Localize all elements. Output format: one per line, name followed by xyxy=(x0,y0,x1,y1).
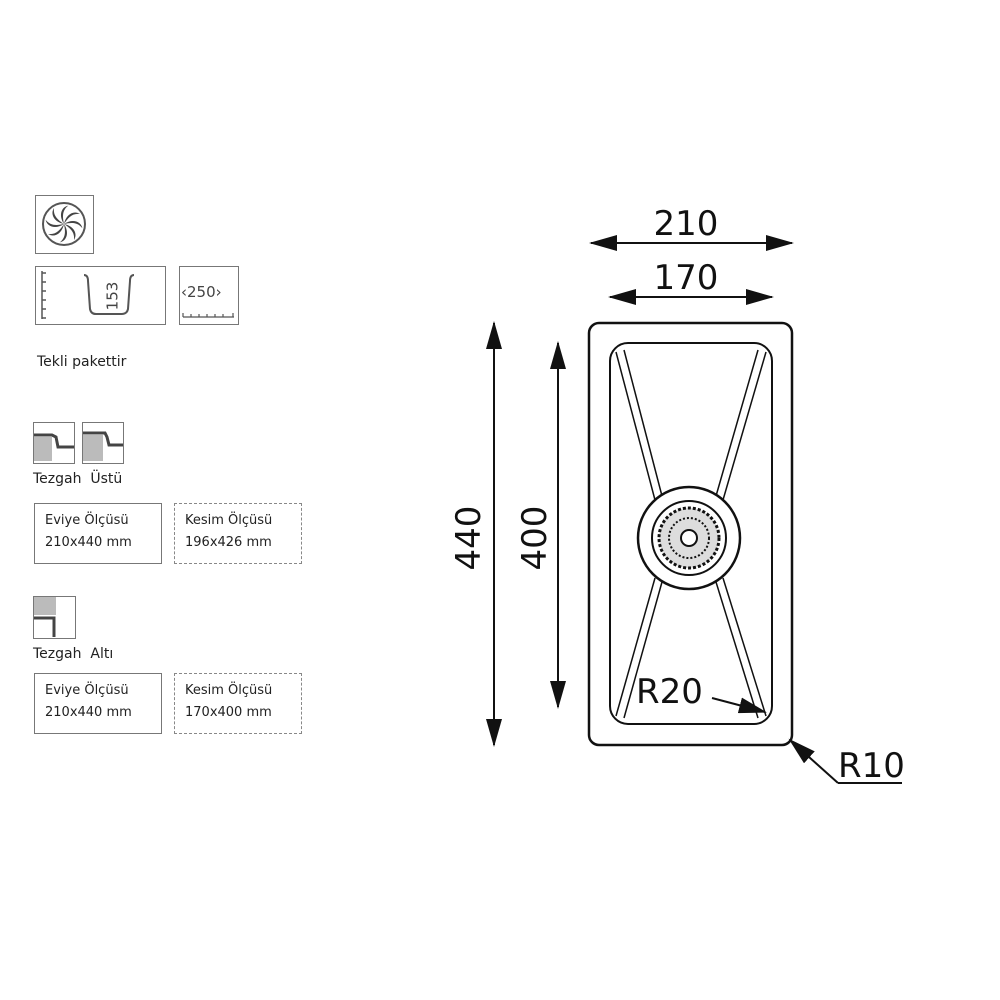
undermount-cut-size-value: 170x400 mm xyxy=(185,705,272,720)
bowl-depth-icon: 153 xyxy=(35,266,166,325)
overmount-cut-size-label: Kesim Ölçüsü xyxy=(185,513,273,528)
sink-bowl-outline xyxy=(609,342,773,725)
cabinet-value: 250 xyxy=(187,283,216,301)
undermount-title: Tezgah Altı xyxy=(33,646,114,662)
overmount-cut-size-box: Kesim Ölçüsü 196x426 mm xyxy=(174,503,302,564)
undermount-sink-size-box: Eviye Ölçüsü 210x440 mm xyxy=(34,673,162,734)
overmount-sink-size-label: Eviye Ölçüsü xyxy=(45,513,129,528)
overmount-icon-1 xyxy=(33,422,75,464)
overmount-sink-size-box: Eviye Ölçüsü 210x440 mm xyxy=(34,503,162,564)
drain-channel-lines xyxy=(615,349,767,719)
drain-strainer-icon xyxy=(636,485,742,591)
undermount-cut-size-label: Kesim Ölçüsü xyxy=(185,683,273,698)
r10-leader xyxy=(788,738,839,784)
radius-r20: R20 xyxy=(636,672,703,712)
cabinet-value-text: ‹250› xyxy=(181,283,222,301)
dim-400: 400 xyxy=(515,506,555,571)
overmount-sink-size-value: 210x440 mm xyxy=(45,535,132,550)
undermount-sink-size-value: 210x440 mm xyxy=(45,705,132,720)
undermount-cut-size-box: Kesim Ölçüsü 170x400 mm xyxy=(174,673,302,734)
package-note: Tekli pakettir xyxy=(37,354,127,370)
dim-210: 210 xyxy=(654,204,719,244)
strainer-feature-icon xyxy=(35,195,94,254)
r20-leader xyxy=(711,697,767,714)
sink-outer-outline xyxy=(587,321,794,747)
dim-440: 440 xyxy=(449,506,489,571)
overmount-icon-2 xyxy=(82,422,124,464)
undermount-icon xyxy=(33,596,76,639)
dim-170: 170 xyxy=(654,258,719,298)
undermount-sink-size-label: Eviye Ölçüsü xyxy=(45,683,129,698)
overmount-title: Tezgah Üstü xyxy=(33,471,123,487)
overmount-cut-size-value: 196x426 mm xyxy=(185,535,272,550)
radius-r10: R10 xyxy=(838,746,905,786)
cabinet-width-icon: ‹250› xyxy=(179,266,239,325)
